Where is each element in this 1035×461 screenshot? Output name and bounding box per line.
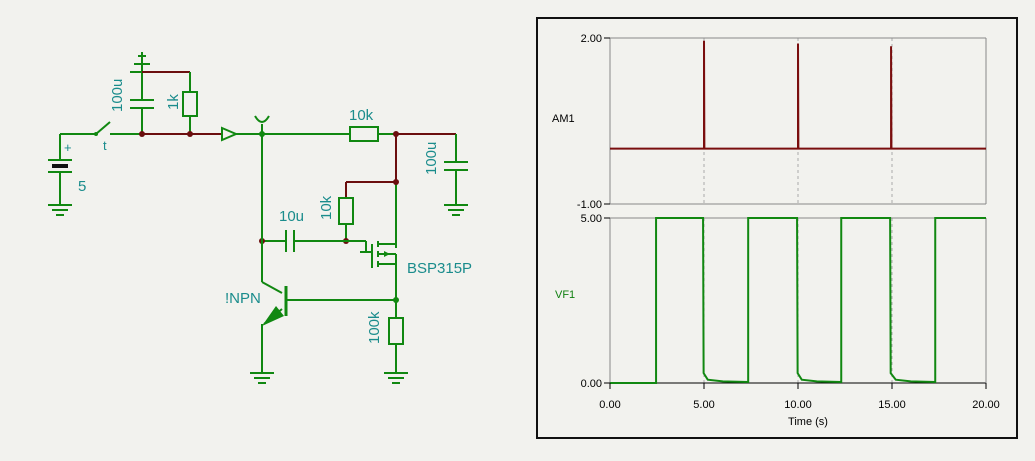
- output-capacitor[interactable]: 100u: [423, 134, 468, 216]
- output-capacitor-label: 100u: [423, 142, 440, 175]
- vf1-tick-bottom: 0.00: [581, 378, 602, 390]
- mosfet-label: BSP315P: [407, 260, 472, 277]
- input-ground: [130, 52, 154, 73]
- x-tick-label-4: 20.00: [972, 399, 1000, 411]
- gate-resistor-label: 10k: [318, 195, 335, 220]
- x-tick-label-3: 15.00: [878, 399, 906, 411]
- coupling-capacitor-label: 10u: [279, 208, 304, 225]
- npn-transistor[interactable]: !NPN: [225, 281, 396, 384]
- am1-trace-name: AM1: [552, 113, 575, 125]
- input-resistor-label: 1k: [165, 94, 182, 110]
- input-capacitor-label: 100u: [109, 79, 126, 112]
- switch[interactable]: t: [94, 121, 140, 153]
- battery-plus-label: +: [64, 140, 72, 155]
- scope-panel: 2.00 -1.00 AM1 5.00 0.00 VF1 0.00 5.00 10.…: [536, 17, 1018, 439]
- battery-source[interactable]: + 5: [48, 133, 96, 216]
- coupling-capacitor[interactable]: 10u: [262, 208, 346, 252]
- transistor-label: !NPN: [225, 290, 261, 307]
- top-resistor-label: 10k: [349, 107, 374, 124]
- mosfet-bsp315p[interactable]: BSP315P: [346, 240, 472, 300]
- am1-plot: 2.00 -1.00 AM1: [552, 33, 987, 211]
- emitter-resistor-label: 100k: [366, 311, 383, 344]
- time-axis-ticks: 0.00 5.00 10.00 15.00 20.00: [599, 383, 1000, 411]
- x-tick-label-2: 10.00: [784, 399, 812, 411]
- vf1-plot: 5.00 0.00 VF1: [555, 213, 987, 390]
- scope-frame: [536, 17, 1018, 439]
- x-tick-label-1: 5.00: [693, 399, 714, 411]
- switch-label: t: [103, 138, 107, 153]
- gate-resistor[interactable]: 10k: [318, 182, 354, 241]
- ammeter-probe[interactable]: [221, 126, 262, 142]
- am1-tick-top: 2.00: [581, 33, 602, 45]
- input-resistor[interactable]: 1k: [165, 72, 198, 134]
- battery-value-label: 5: [78, 178, 86, 195]
- time-axis-label: Time (s): [788, 416, 828, 428]
- emitter-resistor[interactable]: 100k: [366, 300, 408, 384]
- am1-tick-bottom: -1.00: [577, 199, 602, 211]
- top-resistor[interactable]: 10k: [349, 107, 379, 142]
- x-tick-label-0: 0.00: [599, 399, 620, 411]
- am1-trace: [610, 40, 986, 150]
- vf1-trace-name: VF1: [555, 289, 575, 301]
- schematic: + 5 t 100u 1k: [48, 52, 472, 384]
- vf1-tick-top: 5.00: [581, 213, 602, 225]
- vf1-trace: [610, 217, 986, 384]
- time-gridlines: [703, 38, 893, 383]
